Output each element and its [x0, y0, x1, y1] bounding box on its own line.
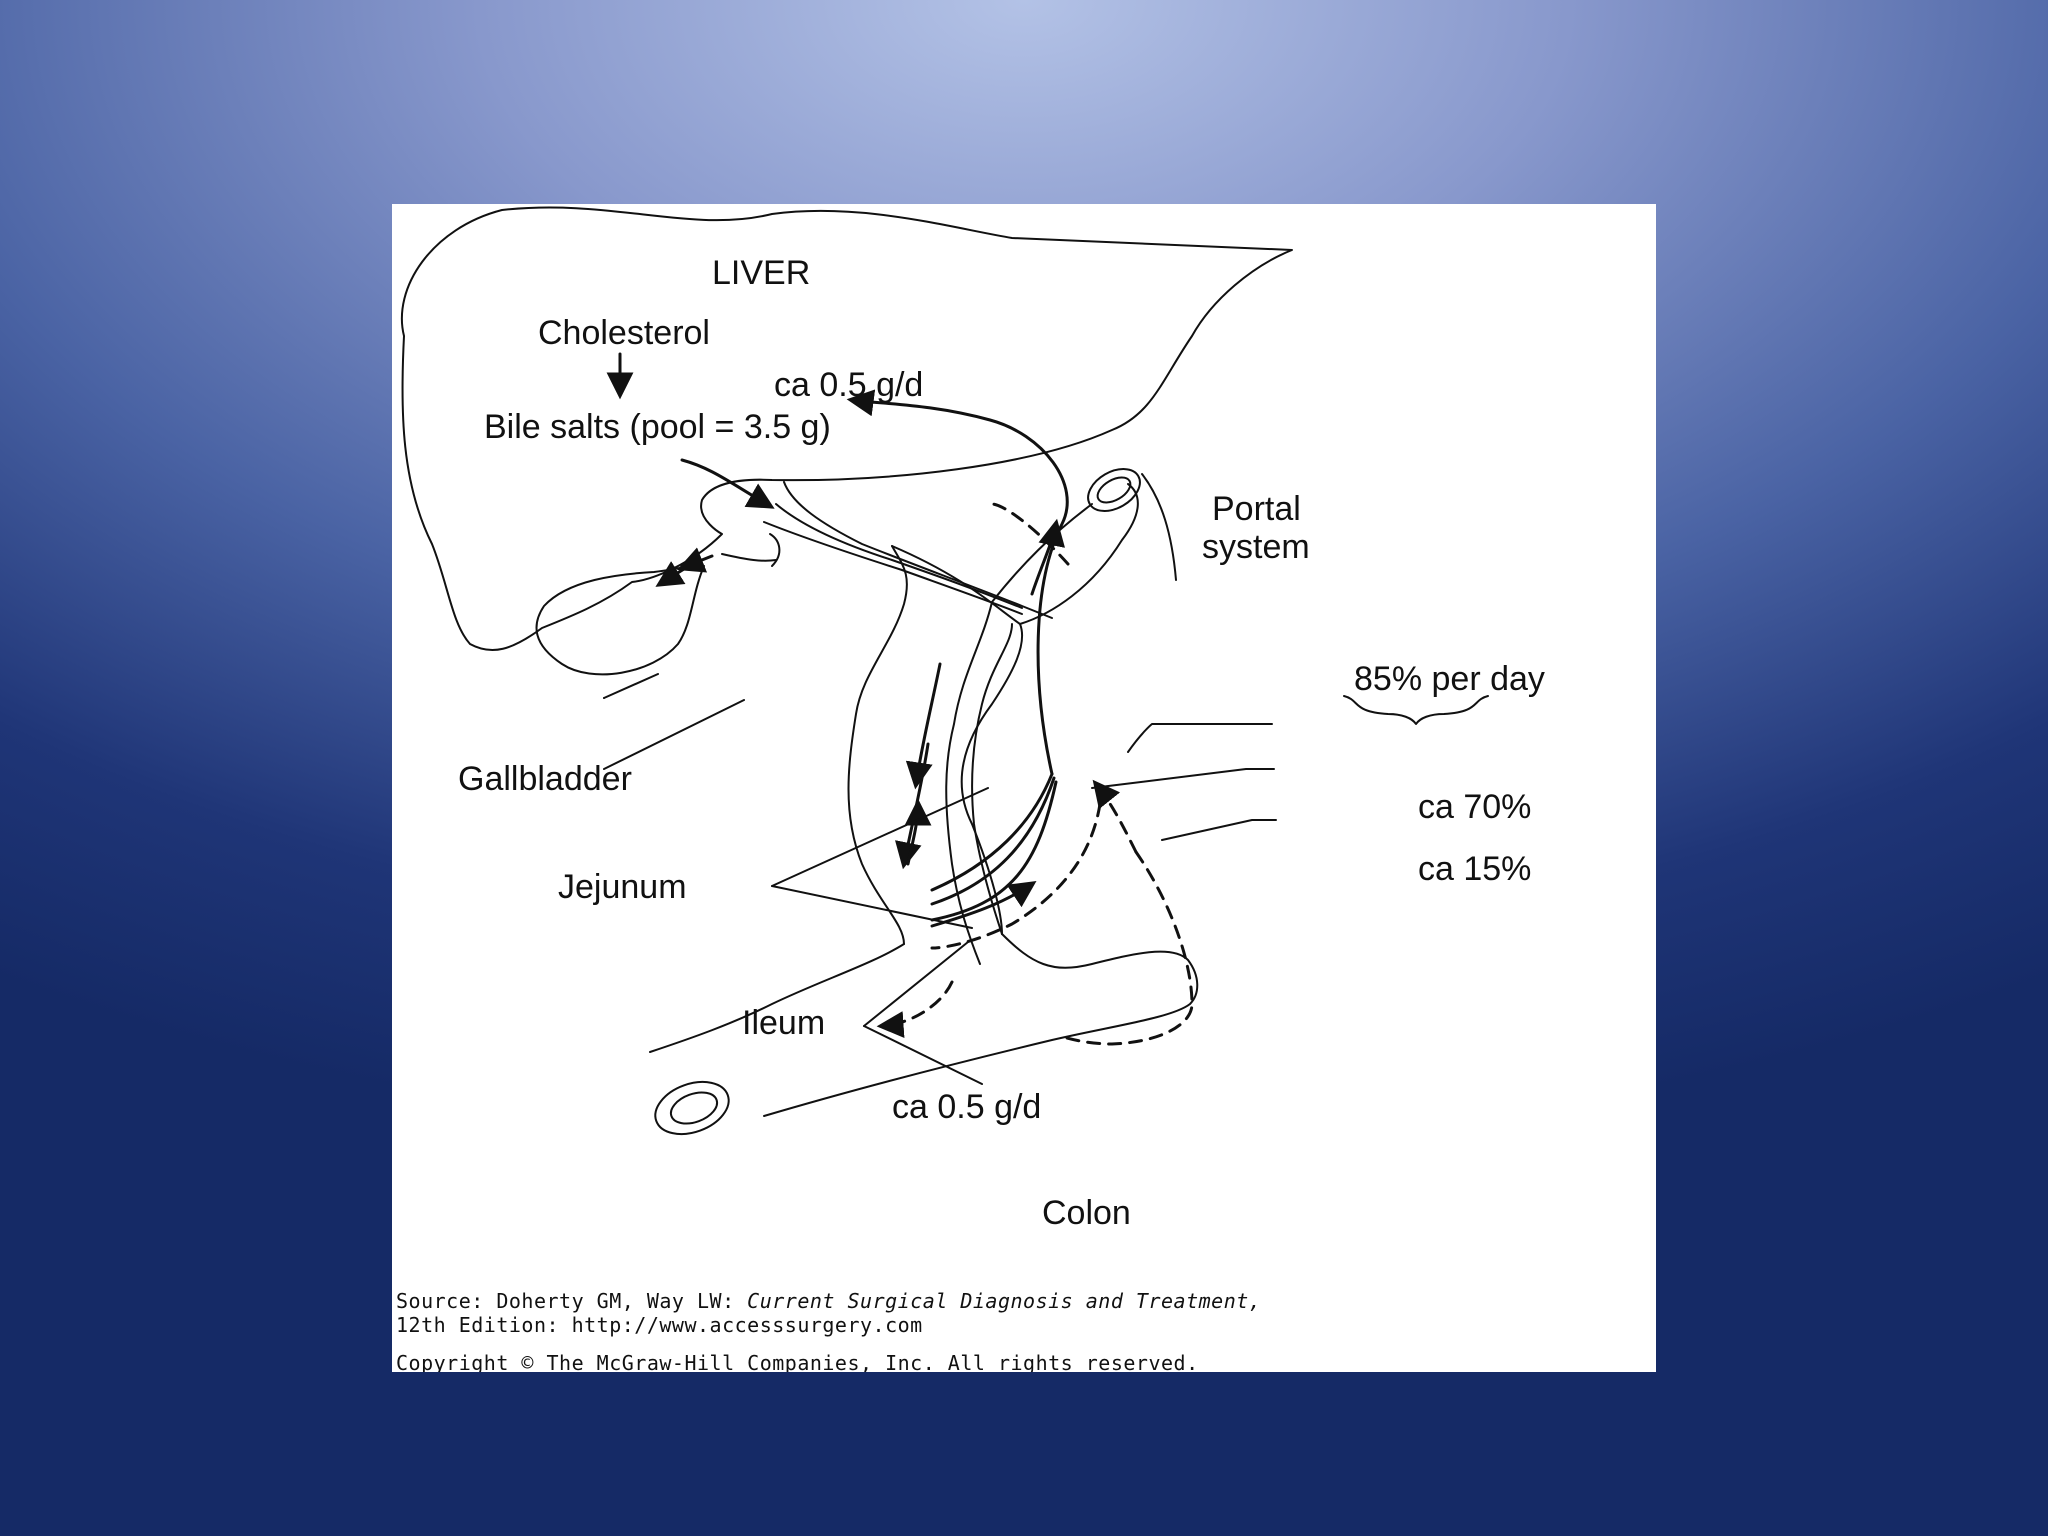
ileal-reabsorption [932, 774, 1192, 1044]
copyright-notice: Copyright © The McGraw-Hill Companies, I… [396, 1351, 1199, 1372]
fecal-loss-label: ca 0.5 g/d [892, 1088, 1041, 1126]
ileum-label: Ileum [742, 1004, 825, 1042]
bile-salt-circulation-figure: LIVER Cholesterol ca 0.5 g/d Bile salts … [392, 204, 1656, 1372]
gallbladder-leader [604, 700, 744, 769]
synthesis-label: ca 0.5 g/d [774, 366, 923, 404]
label-leaders [772, 696, 1488, 1084]
liver-label: LIVER [712, 254, 810, 292]
bile-salts-label: Bile salts (pool = 3.5 g) [484, 408, 831, 446]
cholesterol-label: Cholesterol [538, 314, 710, 352]
portal-system-label-1: Portal [1212, 490, 1301, 528]
passive-uptake-label: ca 15% [1418, 850, 1531, 888]
bile-duct [722, 482, 1052, 618]
colon-label: Colon [1042, 1194, 1131, 1232]
active-uptake-label: ca 70% [1418, 788, 1531, 826]
diagram-svg: LIVER Cholesterol ca 0.5 g/d Bile salts … [392, 204, 1656, 1372]
portal-system-label-2: system [1202, 528, 1310, 566]
source-edition-url: 12th Edition: http://www.accesssurgery.c… [396, 1313, 923, 1337]
colon-opening [648, 1072, 736, 1143]
source-citation: Source: Doherty GM, Way LW: Current Surg… [396, 1289, 1261, 1313]
gallbladder-label: Gallbladder [458, 760, 632, 798]
jejunum-label: Jejunum [558, 868, 687, 906]
portal-vein [946, 460, 1176, 964]
small-intestine [849, 484, 1138, 944]
source-prefix: Source: Doherty GM, Way LW: [396, 1289, 747, 1313]
reabsorption-label: 85% per day [1354, 660, 1545, 698]
source-title: Current Surgical Diagnosis and Treatment… [747, 1289, 1261, 1313]
